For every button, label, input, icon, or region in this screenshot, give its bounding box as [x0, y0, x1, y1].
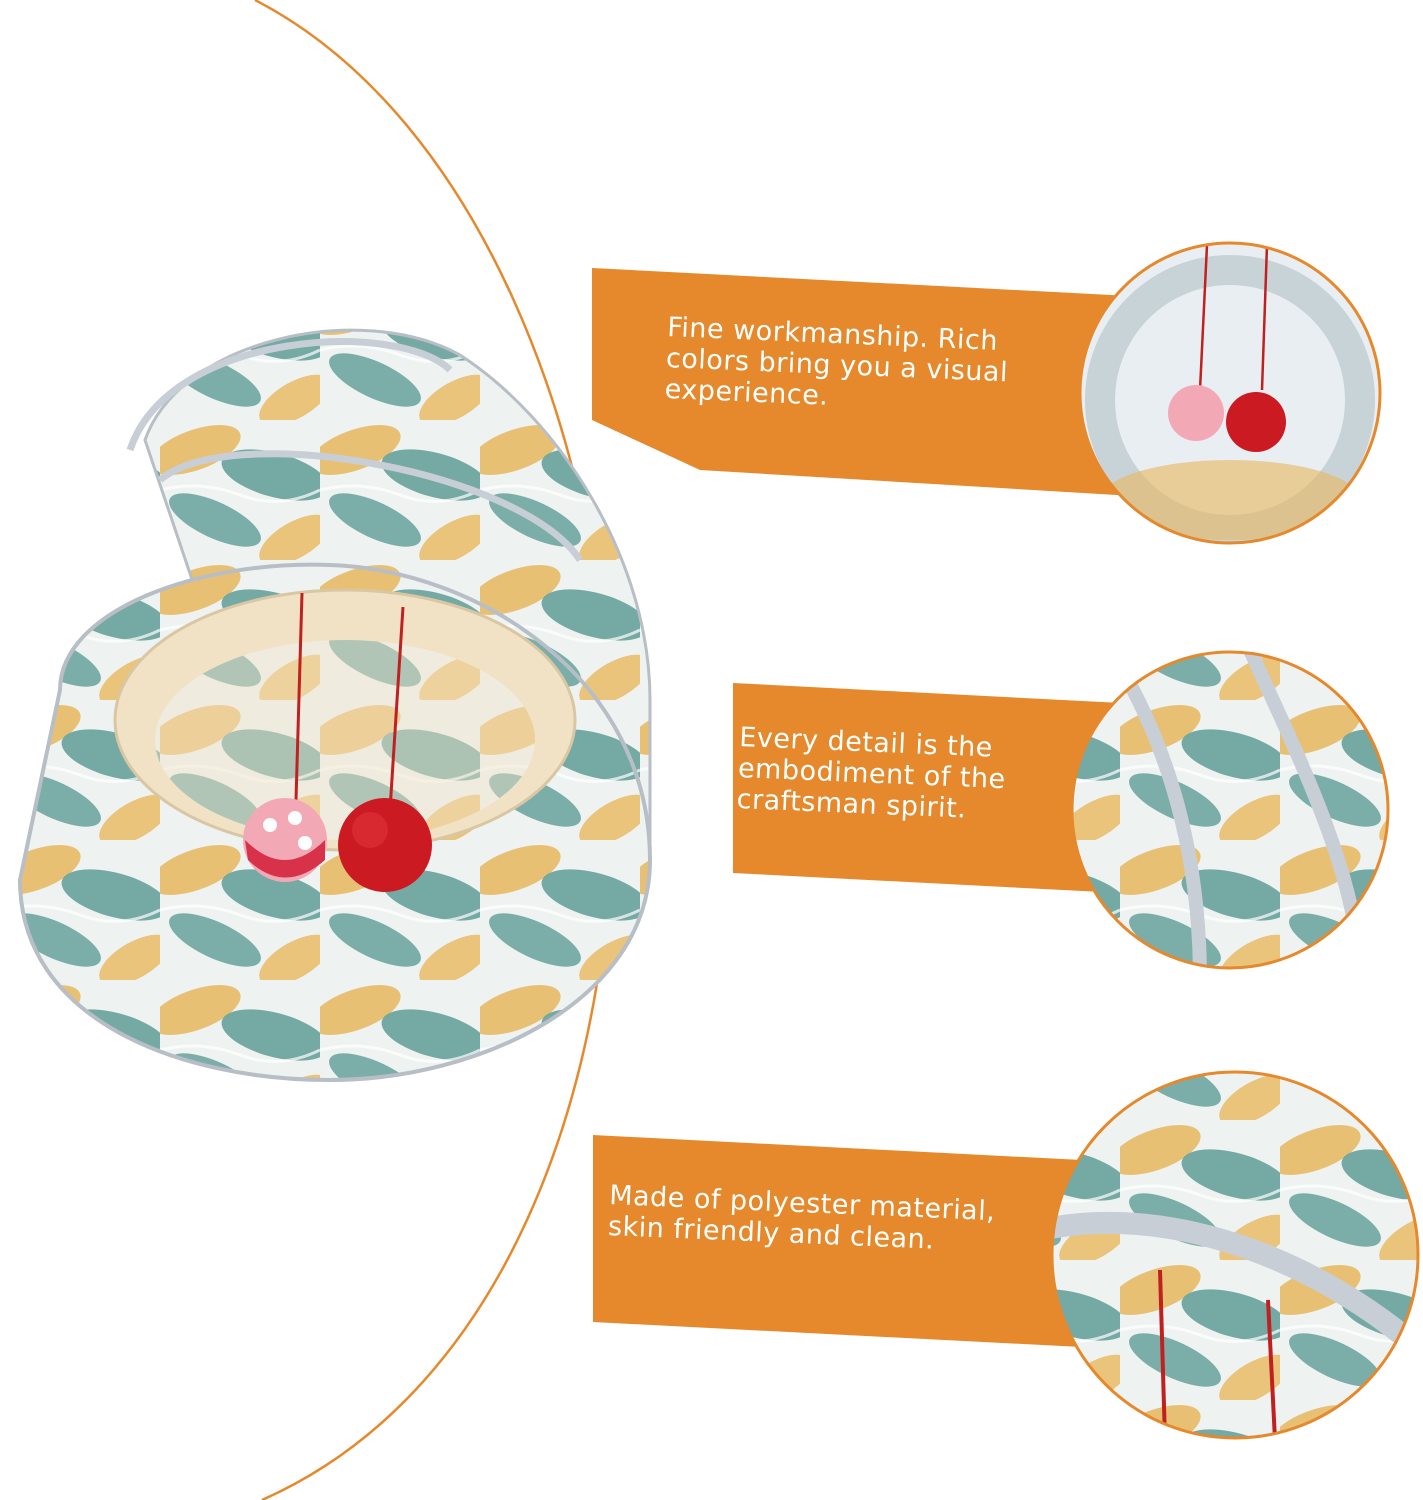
feature-text-1: Fine workmanship. Rich colors bring you … [664, 312, 1009, 412]
feature-banner-3 [593, 1135, 1140, 1350]
feature-banner-1 [592, 268, 1150, 497]
feature-banner-2 [733, 683, 1160, 895]
feature-text-2: Every detail is the embodiment of the cr… [736, 722, 1007, 825]
plush-ball [338, 798, 432, 892]
detail-circle-material [1052, 1072, 1418, 1438]
cat-tunnel-product [17, 328, 653, 1083]
detail-circle-fabric [1072, 652, 1388, 968]
detail-circle-opening [1080, 243, 1380, 543]
